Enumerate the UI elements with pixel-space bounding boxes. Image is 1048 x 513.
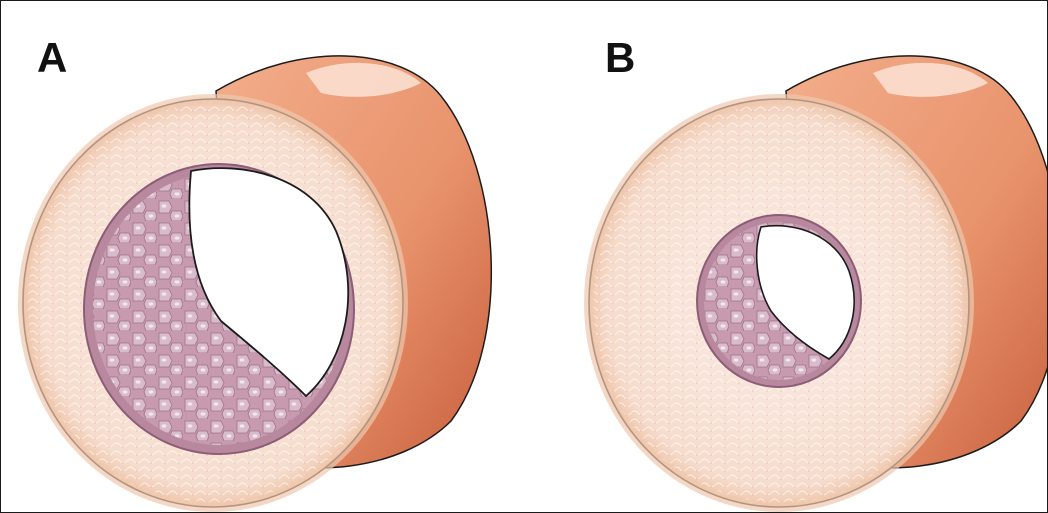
artery-a	[23, 56, 491, 507]
artery-b	[589, 56, 1047, 507]
